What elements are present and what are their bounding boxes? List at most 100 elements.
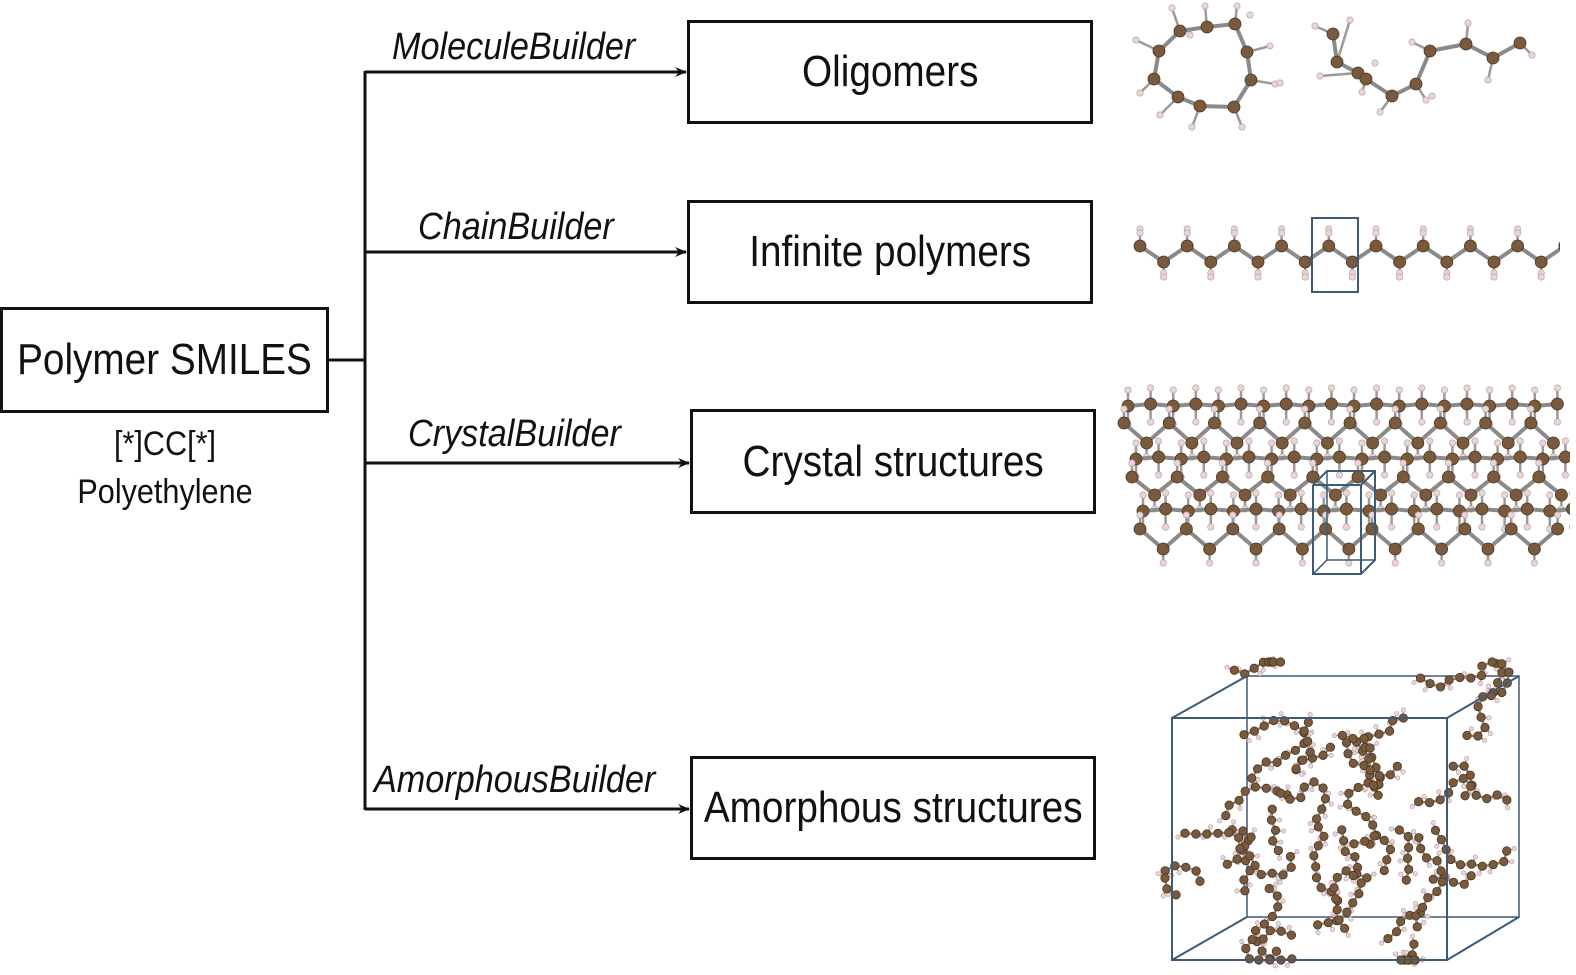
carbon-atom <box>1295 542 1309 556</box>
carbon-atom <box>1204 255 1218 269</box>
hydrogen-atom <box>1484 559 1492 567</box>
carbon-atom <box>1319 831 1329 841</box>
hydrogen-atom <box>1436 405 1444 413</box>
carbon-atom <box>1481 542 1495 556</box>
carbon-atom <box>1275 657 1286 667</box>
carbon-atom <box>1460 397 1474 411</box>
hydrogen-atom <box>1245 471 1253 479</box>
carbon-atom <box>1222 859 1232 869</box>
hydrogen-atom <box>1378 940 1384 946</box>
carbon-atom <box>1374 771 1384 781</box>
hydrogen-atom <box>1440 386 1448 394</box>
carbon-atom <box>1191 829 1201 839</box>
hydrogen-atom <box>1358 439 1366 447</box>
hydrogen-atom <box>1508 384 1516 392</box>
carbon-atom <box>1487 255 1501 269</box>
hydrogen-atom <box>1507 511 1515 519</box>
carbon-atom <box>1448 761 1458 771</box>
carbon-atom <box>1502 846 1512 856</box>
carbon-atom <box>1433 416 1447 430</box>
hydrogen-atom <box>1471 471 1479 479</box>
carbon-atom <box>1430 502 1444 516</box>
carbon-atom <box>1157 255 1170 269</box>
carbon-atom <box>1313 920 1323 930</box>
carbon-atom <box>1244 73 1258 87</box>
carbon-atom <box>1444 675 1454 685</box>
carbon-atom <box>1459 879 1469 889</box>
carbon-atom <box>1227 100 1241 114</box>
hydrogen-atom <box>1155 437 1163 445</box>
carbon-atom <box>1311 814 1322 824</box>
carbon-atom <box>1324 397 1338 411</box>
carbon-atom <box>1332 450 1346 464</box>
carbon-atom <box>1459 761 1469 771</box>
carbon-atom <box>1334 915 1344 925</box>
hydrogen-atom <box>1478 489 1486 497</box>
hydrogen-atom <box>1447 685 1453 691</box>
carbon-atom <box>1285 794 1295 804</box>
hydrogen-atom <box>1254 273 1262 281</box>
carbon-atom <box>1432 886 1442 897</box>
carbon-atom <box>1230 436 1244 450</box>
hydrogen-atom <box>1561 437 1569 445</box>
carbon-atom <box>1378 450 1392 464</box>
hydrogen-atom <box>1482 737 1488 743</box>
carbon-atom <box>1369 831 1379 841</box>
carbon-atom <box>1343 416 1357 430</box>
carbon-atom <box>1238 826 1248 836</box>
carbon-atom <box>1287 954 1297 964</box>
hydrogen-atom <box>1252 489 1260 497</box>
hydrogen-atom <box>1528 51 1536 59</box>
hydrogen-atom <box>1436 850 1442 856</box>
carbon-atom <box>1191 866 1201 876</box>
hydrogen-atom <box>1156 111 1164 119</box>
oligomer-molecules-image <box>1132 2 1536 131</box>
carbon-atom <box>1373 790 1383 800</box>
carbon-atom <box>1337 825 1347 835</box>
carbon-atom <box>1513 450 1527 464</box>
carbon-atom <box>1471 790 1481 800</box>
hydrogen-atom <box>1472 854 1478 860</box>
carbon-atom <box>1339 502 1353 516</box>
carbon-atom <box>1456 436 1470 450</box>
hydrogen-atom <box>1282 384 1290 392</box>
carbon-atom <box>1409 939 1419 949</box>
hydrogen-atom <box>1354 459 1362 467</box>
carbon-atom <box>1423 450 1437 464</box>
hydrogen-atom <box>1346 16 1354 24</box>
output-node-crystal-structures: Crystal structures <box>690 409 1096 514</box>
hydrogen-atom <box>1308 845 1314 851</box>
hydrogen-atom <box>1394 711 1400 717</box>
carbon-atom <box>1171 890 1181 900</box>
carbon-atom <box>1504 667 1514 677</box>
carbon-atom <box>1393 255 1407 269</box>
hydrogen-atom <box>1278 839 1284 845</box>
hydrogen-atom <box>1260 386 1268 394</box>
hydrogen-atom <box>1413 905 1419 911</box>
amorphous-cell-edge <box>1171 916 1248 961</box>
hydrogen-atom <box>1293 729 1299 735</box>
carbon-atom <box>1520 502 1534 516</box>
hydrogen-atom <box>1400 769 1406 775</box>
carbon-atom <box>1466 781 1476 791</box>
output-node-amorphous-structures: Amorphous structures <box>690 756 1096 860</box>
hydrogen-atom <box>1307 712 1313 718</box>
hydrogen-atom <box>1490 273 1498 281</box>
carbon-atom <box>1189 397 1203 411</box>
hydrogen-atom <box>1320 491 1328 499</box>
hydrogen-atom <box>1307 821 1313 827</box>
carbon-atom <box>1477 661 1487 671</box>
hydrogen-atom <box>1273 881 1279 887</box>
carbon-atom <box>1272 757 1282 767</box>
hydrogen-atom <box>1461 511 1469 519</box>
hydrogen-atom <box>1218 459 1226 467</box>
carbon-atom <box>1291 764 1301 774</box>
carbon-atom <box>1448 778 1458 788</box>
carbon-atom <box>1497 687 1507 698</box>
hydrogen-atom <box>1233 2 1241 10</box>
hydrogen-atom <box>1128 459 1136 467</box>
carbon-atom <box>1180 522 1193 536</box>
hydrogen-atom <box>1348 891 1354 897</box>
carbon-atom <box>1482 794 1492 804</box>
hydrogen-atom <box>1192 384 1200 392</box>
